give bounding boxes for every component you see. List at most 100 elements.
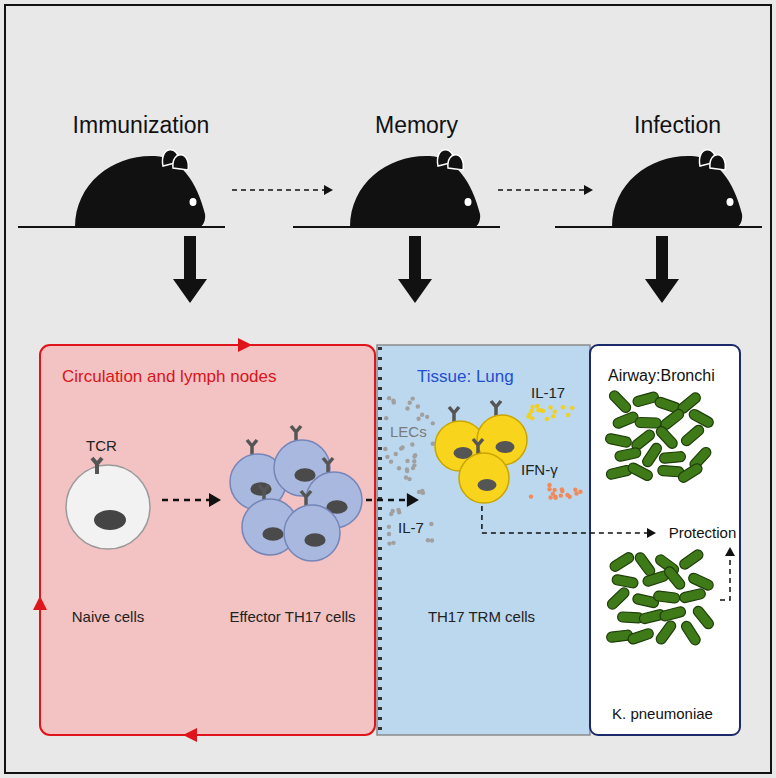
il7-dot (420, 413, 424, 417)
il7-dot (389, 459, 393, 463)
il17-dot (566, 413, 570, 417)
il17-dot (570, 406, 574, 410)
naive-cell-node: Naive cells (58, 430, 158, 625)
circulation-panel (33, 596, 47, 610)
il17-dot (548, 405, 552, 409)
connector (398, 236, 432, 303)
mouse-ear (173, 155, 188, 170)
il17-dot (536, 408, 540, 412)
outcome-label-node: Protection (660, 522, 745, 544)
il7-dot (405, 406, 409, 410)
bacterium-rod (635, 417, 661, 428)
il7-dot (397, 466, 401, 470)
cell-nucleus (294, 468, 315, 481)
bacterium-rod (691, 604, 715, 630)
node-text: Memory (375, 112, 458, 138)
bacterium-rod (654, 619, 677, 646)
connector-line (232, 189, 325, 191)
mouse-silhouette (18, 150, 225, 227)
connector (720, 547, 735, 600)
arrow-head (647, 528, 656, 538)
connector (498, 185, 593, 195)
arrow-head (725, 547, 735, 556)
circulation-panel (33, 338, 375, 742)
ifng-dot (529, 494, 533, 498)
il17-dot (553, 410, 557, 414)
mouse-node: Memory (345, 108, 488, 228)
il7-dot (410, 442, 414, 446)
bacterium-rod (605, 586, 631, 611)
bacterium-rod (677, 462, 704, 484)
il7-dot (405, 459, 409, 463)
il7-dot (425, 415, 429, 419)
lung-panel (378, 347, 382, 733)
effector-cell-node: Effector TH17 cells (225, 430, 360, 625)
il7-dot (384, 416, 388, 420)
mouse-eye (465, 198, 472, 206)
ifng-dot (551, 492, 555, 496)
node-text: Immunization (73, 112, 210, 138)
lung-panel (377, 345, 590, 735)
ifng-dot (565, 493, 569, 497)
node-text: TH17 TRM cells (428, 608, 535, 625)
arrow-head (398, 279, 432, 303)
mouse-silhouette (293, 150, 500, 227)
il17-dot (545, 417, 549, 421)
il7-dot (412, 463, 416, 467)
circulation-panel (183, 728, 197, 742)
node-text: Protection (669, 524, 737, 541)
bacterium-rod (627, 627, 655, 645)
node-text: Infection (634, 112, 721, 138)
il17-dot (551, 414, 555, 418)
arrow-head (324, 185, 333, 195)
mouse-node: Immunization (60, 108, 222, 228)
node-text: Effector TH17 cells (229, 608, 355, 625)
trm-cell (459, 453, 509, 503)
arrow-head (584, 185, 593, 195)
ifng-dot (578, 490, 582, 494)
cytokine-dots (383, 396, 582, 546)
il7-dot (404, 475, 408, 479)
naive-cell (66, 458, 150, 549)
airway-panel (590, 345, 740, 735)
bacterium-rod (653, 591, 680, 604)
connector (482, 506, 656, 538)
bacterium-rod (679, 588, 707, 604)
cell-nucleus (262, 527, 283, 540)
il7-dot (389, 512, 393, 516)
annotation-label: IFN-γ (521, 461, 558, 478)
panel-airway: Airway:BronchiProtectionK. pneumoniae (590, 345, 740, 735)
naive-cell (66, 465, 150, 549)
il7-dot (387, 396, 391, 400)
il7-dot (405, 467, 409, 471)
connector-line (366, 499, 408, 502)
mouse-node: Infection (605, 108, 750, 228)
node-text: Tissue: Lung (417, 367, 514, 387)
bacteria-node: K. pneumoniae (609, 550, 716, 722)
il7-dot (430, 538, 434, 542)
il7-dot (431, 421, 435, 425)
connector (645, 236, 679, 303)
bacterium-rod (662, 565, 686, 591)
ifng-dot (553, 496, 557, 500)
il17-dot (541, 409, 545, 413)
il7-dot (413, 453, 417, 457)
connector-line (482, 506, 648, 533)
node-text: K. pneumoniae (612, 705, 713, 722)
ifng-dot (548, 495, 552, 499)
trm-cell-node: TH17 TRM cells (425, 412, 538, 625)
arrow-head (173, 279, 207, 303)
naive-cell (94, 510, 126, 530)
il7-dot (408, 401, 412, 405)
connector (232, 185, 333, 195)
arrow-head (645, 279, 679, 303)
il7-dot (387, 532, 391, 536)
annotation-label: IL-17 (531, 384, 565, 401)
il7-dot (426, 538, 430, 542)
effector-cell (284, 505, 340, 561)
il7-dot (394, 452, 398, 456)
mouse-eye (727, 198, 734, 206)
effector-cells (230, 426, 362, 561)
connector (366, 493, 419, 507)
